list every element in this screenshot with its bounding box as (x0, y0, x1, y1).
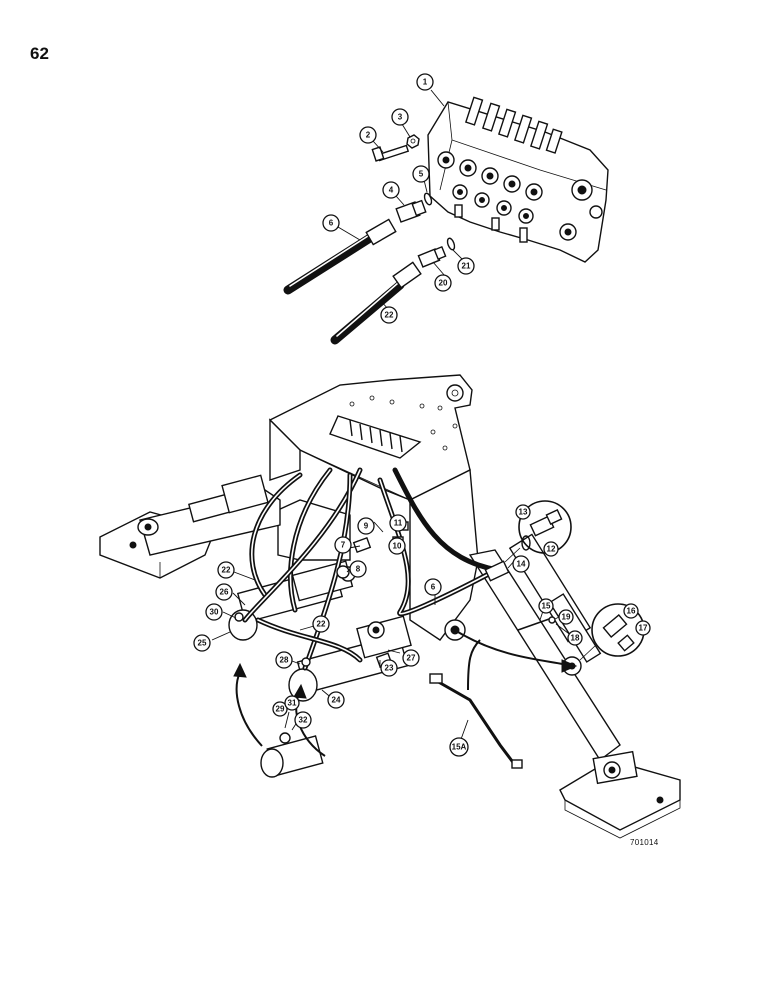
right-stabilizer (444, 533, 681, 839)
svg-text:16: 16 (627, 607, 636, 616)
svg-text:13: 13 (519, 508, 528, 517)
fitting-15-19 (517, 616, 556, 631)
callout-30: 30 (205, 603, 223, 621)
callout-12: 12 (543, 541, 559, 557)
callout-5: 5 (412, 165, 430, 183)
tube-15a (429, 673, 523, 769)
callout-8: 8 (349, 560, 367, 578)
svg-text:26: 26 (220, 588, 229, 597)
svg-text:7: 7 (341, 541, 346, 550)
svg-text:5: 5 (419, 170, 424, 179)
svg-text:8: 8 (356, 565, 361, 574)
valve-ports (437, 151, 603, 241)
fitting-20 (417, 245, 447, 268)
figure-code: 701014 (630, 838, 659, 847)
callout-25: 25 (193, 634, 211, 652)
svg-text:6: 6 (431, 583, 436, 592)
svg-text:21: 21 (462, 262, 471, 271)
svg-text:9: 9 (364, 522, 369, 531)
callout-3: 3 (391, 108, 409, 126)
callout-18: 18 (567, 630, 583, 646)
svg-text:1: 1 (423, 78, 428, 87)
callout-7: 7 (334, 536, 352, 554)
svg-text:29: 29 (276, 705, 285, 714)
svg-text:22: 22 (317, 620, 326, 629)
callout-17: 17 (635, 620, 651, 636)
callout-32: 32 (294, 711, 312, 729)
callout-6-bottom: 6 (424, 578, 442, 596)
svg-text:3: 3 (398, 113, 403, 122)
page-number: 62 (30, 44, 49, 63)
callout-11: 11 (389, 514, 407, 532)
callout-6-top: 6 (322, 214, 340, 232)
callout-2: 2 (359, 126, 377, 144)
svg-text:12: 12 (547, 545, 556, 554)
svg-text:31: 31 (288, 699, 297, 708)
o-ring-21 (446, 237, 456, 251)
valve-in-frame (349, 419, 403, 453)
leader-lines-top (337, 89, 464, 311)
control-valve-assembly (427, 96, 609, 263)
svg-text:20: 20 (439, 279, 448, 288)
detail-fitting-12-13 (504, 500, 572, 563)
callout-4: 4 (382, 181, 400, 199)
callout-31: 31 (284, 695, 300, 711)
svg-text:6: 6 (329, 219, 334, 228)
svg-text:18: 18 (571, 634, 580, 643)
svg-text:27: 27 (407, 654, 416, 663)
callout-15: 15 (538, 598, 554, 614)
svg-text:15A: 15A (452, 743, 467, 752)
callout-27: 27 (402, 649, 420, 667)
callout-21: 21 (457, 257, 475, 275)
svg-text:23: 23 (385, 664, 394, 673)
callout-22-left: 22 (217, 561, 235, 579)
svg-text:11: 11 (394, 519, 403, 528)
callout-10: 10 (388, 537, 406, 555)
svg-text:14: 14 (517, 560, 526, 569)
fitting-4 (395, 199, 427, 223)
svg-text:22: 22 (385, 311, 394, 320)
callout-26: 26 (215, 583, 233, 601)
assembly-arrows (233, 631, 578, 757)
valve-spool-lugs (464, 96, 563, 154)
svg-text:19: 19 (562, 613, 571, 622)
callout-1: 1 (416, 73, 434, 91)
callout-20: 20 (434, 274, 452, 292)
bolt-2 (371, 144, 410, 162)
cylinder-cap-32 (260, 732, 324, 778)
callout-22-mid: 22 (312, 615, 330, 633)
svg-text:28: 28 (280, 656, 289, 665)
callout-15a: 15A (449, 737, 469, 757)
svg-text:22: 22 (222, 566, 231, 575)
hose-6-upper (283, 218, 397, 295)
svg-text:24: 24 (332, 696, 341, 705)
svg-text:25: 25 (198, 639, 207, 648)
svg-text:10: 10 (393, 542, 402, 551)
svg-text:30: 30 (210, 608, 219, 617)
callout-16: 16 (623, 603, 639, 619)
nut-3 (406, 134, 420, 149)
callout-9: 9 (357, 517, 375, 535)
left-stabilizer (99, 474, 281, 579)
callout-13: 13 (515, 504, 531, 520)
callout-22-top: 22 (380, 306, 398, 324)
svg-text:32: 32 (299, 716, 308, 725)
callout-24: 24 (327, 691, 345, 709)
svg-text:2: 2 (366, 131, 371, 140)
o-ring-5 (423, 192, 433, 206)
svg-text:17: 17 (639, 624, 648, 633)
callout-23: 23 (380, 659, 398, 677)
callout-28: 28 (275, 651, 293, 669)
svg-text:4: 4 (389, 186, 394, 195)
callout-29: 29 (272, 701, 288, 717)
svg-text:15: 15 (542, 602, 551, 611)
hose-22-upper (330, 261, 422, 345)
callout-14: 14 (512, 555, 530, 573)
callout-19: 19 (558, 609, 574, 625)
